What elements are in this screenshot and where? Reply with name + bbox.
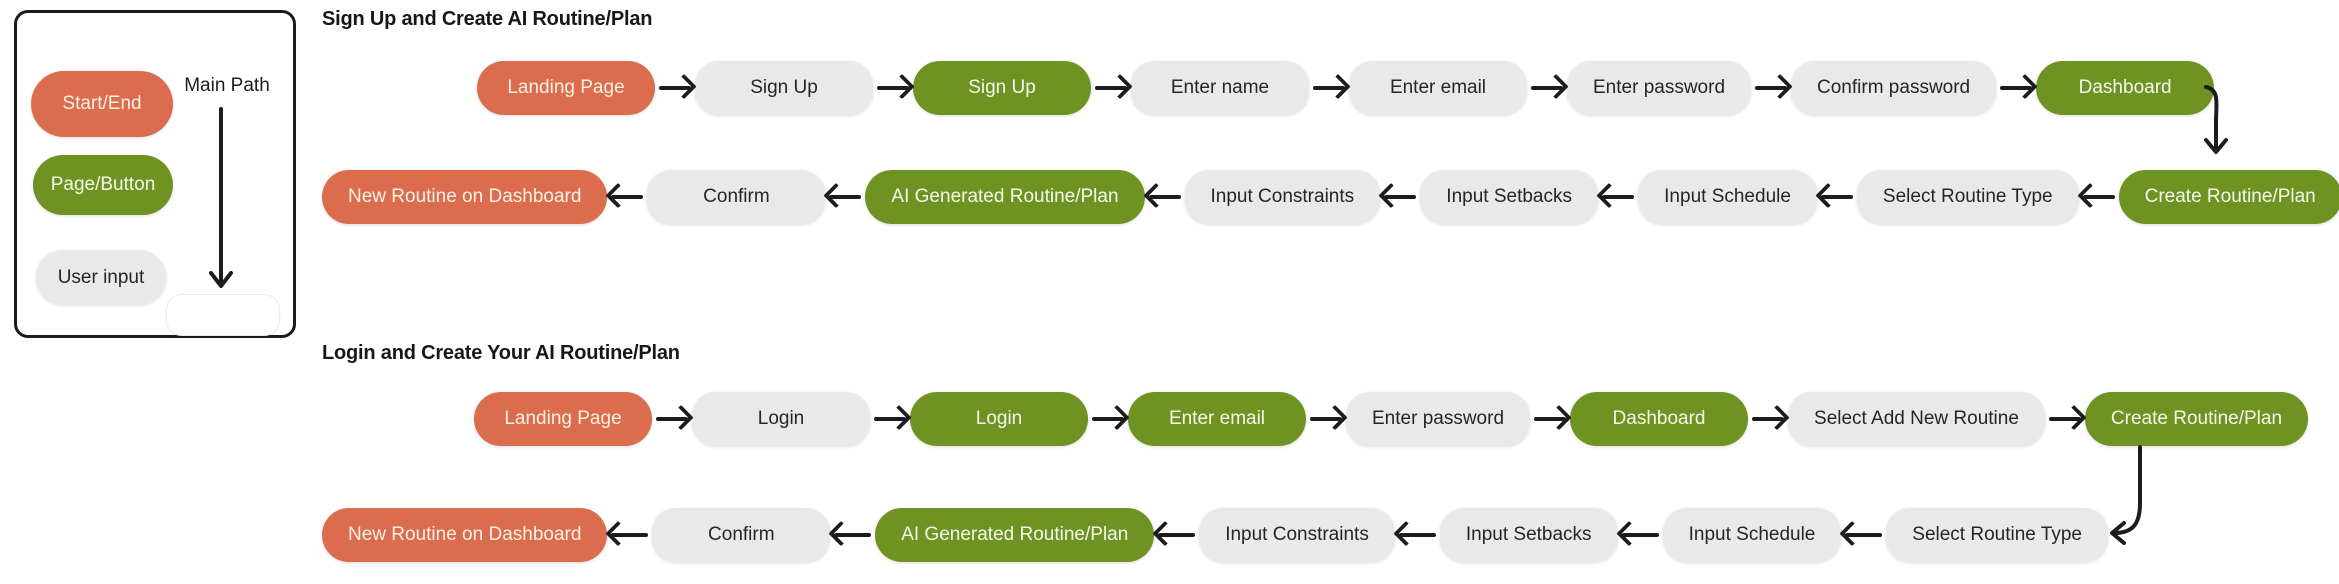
flow-node-dashboard: Dashboard bbox=[2036, 61, 2215, 115]
flow-node-create-routine-plan: Create Routine/Plan bbox=[2118, 170, 2339, 224]
flow-node-select-add-new-routine: Select Add New Routine bbox=[1788, 392, 2045, 446]
flow-node-input-schedule: Input Schedule bbox=[1638, 170, 1817, 224]
flow-node-enter-email: Enter email bbox=[1128, 392, 1306, 446]
arrow-right-icon bbox=[1091, 61, 1131, 115]
flow-node-sign-up: Sign Up bbox=[913, 61, 1091, 115]
flow-node-input-schedule: Input Schedule bbox=[1662, 508, 1842, 562]
flow-row-signup-bottom: New Routine on Dashboard Confirm AI Genera… bbox=[322, 170, 2339, 224]
arrow-left-icon bbox=[1598, 170, 1638, 224]
arrow-right-icon bbox=[870, 392, 910, 446]
flow-node-login: Login bbox=[910, 392, 1088, 446]
flow-node-input-setbacks: Input Setbacks bbox=[1439, 508, 1618, 562]
arrow-left-icon bbox=[825, 170, 865, 224]
flow-node-create-routine-plan: Create Routine/Plan bbox=[2084, 392, 2309, 446]
flow-title-login: Login and Create Your AI Routine/Plan bbox=[322, 342, 680, 364]
flow-node-select-routine-type: Select Routine Type bbox=[1886, 508, 2108, 562]
legend-box: Start/End Page/Button User input Main Pa… bbox=[14, 10, 296, 338]
arrow-right-icon bbox=[1309, 61, 1349, 115]
flow-node-input-constraints: Input Constraints bbox=[1199, 508, 1395, 562]
arrow-right-icon bbox=[1088, 392, 1128, 446]
arrow-right-icon bbox=[655, 61, 695, 115]
arrow-right-icon bbox=[2045, 392, 2085, 446]
flow-node-landing-page: Landing Page bbox=[474, 392, 652, 446]
arrow-left-icon bbox=[1395, 508, 1440, 562]
arrow-left-icon bbox=[1817, 170, 1857, 224]
arrow-left-icon bbox=[1618, 508, 1663, 562]
arrow-left-icon bbox=[1154, 508, 1199, 562]
flow-node-input-setbacks: Input Setbacks bbox=[1420, 170, 1599, 224]
flow-node-enter-password: Enter password bbox=[1567, 61, 1752, 115]
flow-title-signup: Sign Up and Create AI Routine/Plan bbox=[322, 8, 653, 30]
arrow-left-icon bbox=[607, 508, 652, 562]
legend-main-path-label: Main Path bbox=[184, 75, 270, 96]
connector-arrow-down-left-icon bbox=[2110, 445, 2142, 545]
flow-node-confirm: Confirm bbox=[647, 170, 826, 224]
flow-node-new-routine-on-dashboard: New Routine on Dashboard bbox=[322, 508, 608, 562]
flow-row-login-top: Landing Page Login Login Enter email Enter p… bbox=[474, 392, 2309, 446]
legend-placeholder-box bbox=[166, 294, 280, 336]
flow-node-new-routine-on-dashboard: New Routine on Dashboard bbox=[322, 170, 608, 224]
flow-node-enter-name: Enter name bbox=[1131, 61, 1309, 115]
arrow-right-icon bbox=[1530, 392, 1570, 446]
flow-node-enter-password: Enter password bbox=[1346, 392, 1531, 446]
arrow-right-icon bbox=[1996, 61, 2036, 115]
connector-arrow-down-icon bbox=[2204, 85, 2228, 154]
arrow-left-icon bbox=[1841, 508, 1886, 562]
flow-node-ai-generated-routine-plan: AI Generated Routine/Plan bbox=[875, 508, 1155, 562]
flow-node-landing-page: Landing Page bbox=[477, 61, 655, 115]
arrow-left-icon bbox=[607, 170, 647, 224]
flow-node-enter-email: Enter email bbox=[1349, 61, 1527, 115]
main-path-arrow-down-icon bbox=[209, 107, 233, 288]
flow-node-login: Login bbox=[692, 392, 870, 446]
flow-row-signup-top: Landing Page Sign Up Sign Up Enter name Ente… bbox=[477, 61, 2215, 115]
legend-user-input-pill: User input bbox=[36, 250, 166, 305]
legend-page-button-pill: Page/Button bbox=[33, 155, 173, 215]
arrow-right-icon bbox=[1306, 392, 1346, 446]
arrow-left-icon bbox=[1380, 170, 1420, 224]
arrow-left-icon bbox=[1145, 170, 1185, 224]
flow-node-ai-generated-routine-plan: AI Generated Routine/Plan bbox=[865, 170, 1145, 224]
flow-node-dashboard: Dashboard bbox=[1570, 392, 1749, 446]
flow-node-select-routine-type: Select Routine Type bbox=[1856, 170, 2079, 224]
arrow-right-icon bbox=[652, 392, 692, 446]
arrow-right-icon bbox=[1751, 61, 1791, 115]
flow-node-confirm-password: Confirm password bbox=[1791, 61, 1997, 115]
arrow-right-icon bbox=[1527, 61, 1567, 115]
legend-start-end-pill: Start/End bbox=[31, 71, 173, 137]
arrow-right-icon bbox=[1748, 392, 1788, 446]
flow-node-confirm: Confirm bbox=[652, 508, 831, 562]
arrow-left-icon bbox=[2079, 170, 2119, 224]
arrow-left-icon bbox=[830, 508, 875, 562]
flow-node-input-constraints: Input Constraints bbox=[1184, 170, 1381, 224]
flow-node-sign-up: Sign Up bbox=[695, 61, 873, 115]
arrow-right-icon bbox=[873, 61, 913, 115]
flow-row-login-bottom: New Routine on Dashboard Confirm AI Genera… bbox=[322, 508, 2108, 562]
